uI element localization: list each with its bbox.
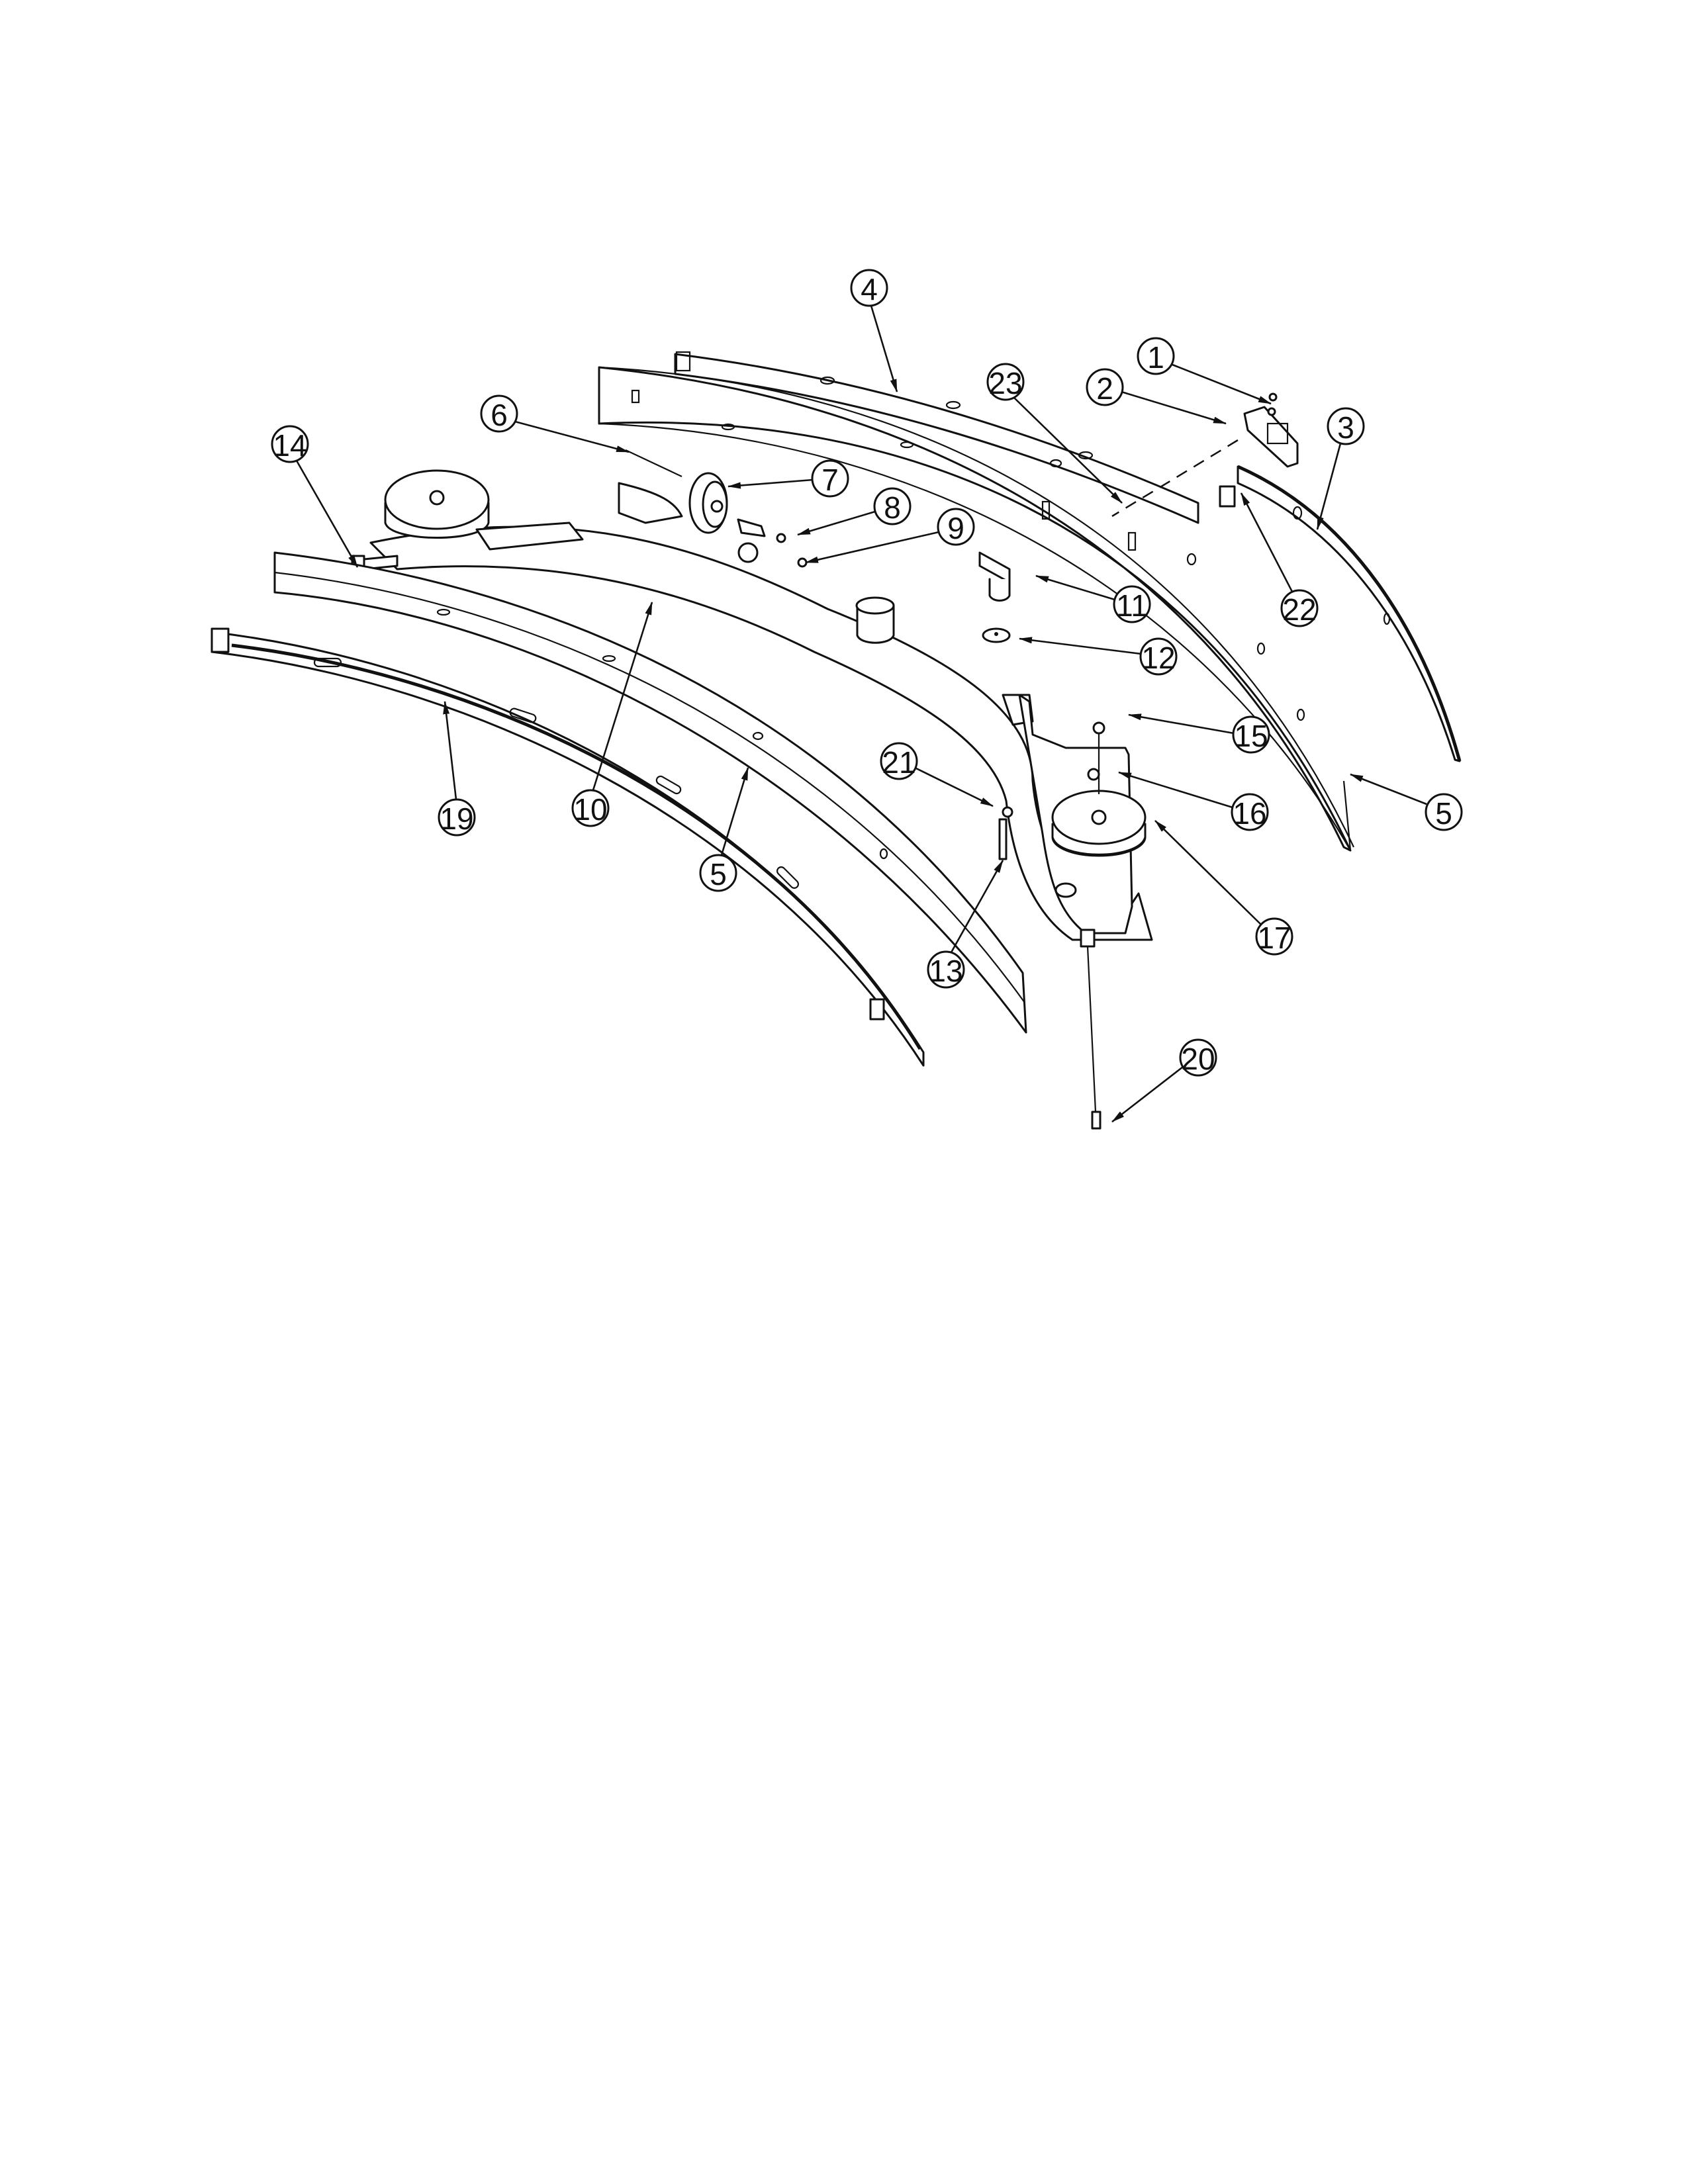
part-15-screw: [1092, 721, 1105, 735]
svg-text:6: 6: [491, 398, 508, 432]
svg-text:8: 8: [884, 490, 901, 525]
callout-5-left: 5: [699, 854, 737, 892]
callout-2: 2: [1086, 368, 1124, 406]
bumper-clip: [869, 998, 885, 1021]
part-5-right-plate: [598, 366, 1354, 852]
callout-12: 12: [1139, 637, 1178, 676]
callout-13: 13: [927, 950, 965, 989]
callout-22: 22: [1280, 589, 1319, 627]
callout-21: 21: [880, 742, 918, 780]
part-9-nut: [797, 557, 808, 568]
svg-text:5: 5: [710, 857, 727, 891]
part-11-t-knob: [978, 551, 1011, 602]
right-pulley-assembly: [998, 694, 1147, 1130]
svg-text:20: 20: [1181, 1042, 1215, 1076]
frame-tube: [855, 596, 895, 644]
callout-11: 11: [1113, 585, 1151, 623]
svg-text:21: 21: [882, 745, 915, 780]
svg-text:19: 19: [440, 801, 473, 836]
callout-19: 19: [438, 798, 476, 837]
svg-text:17: 17: [1257, 921, 1291, 955]
part-13-bolt: [998, 818, 1008, 860]
callout-8: 8: [873, 487, 912, 525]
svg-text:3: 3: [1337, 410, 1354, 445]
svg-text:2: 2: [1096, 371, 1113, 406]
svg-text:1: 1: [1147, 340, 1164, 375]
callout-4: 4: [850, 269, 888, 307]
svg-text:10: 10: [573, 792, 607, 827]
knob: [737, 518, 766, 537]
callout-23: 23: [986, 363, 1025, 401]
svg-text:13: 13: [929, 954, 962, 988]
svg-text:4: 4: [861, 272, 878, 306]
callout-6: 6: [480, 394, 518, 433]
part-12-washer: [982, 627, 1011, 643]
svg-text:14: 14: [273, 428, 306, 463]
callouts: 1 2 3 4 5 5 6 7 8 9 10 11 12 13 14 15 16…: [271, 269, 1463, 1123]
assembly-dashed-line: [1111, 439, 1239, 518]
callout-16: 16: [1231, 793, 1269, 831]
svg-text:7: 7: [821, 463, 839, 497]
part-16-washer: [1087, 768, 1100, 781]
part-1-screw: [1268, 392, 1278, 402]
svg-text:22: 22: [1282, 592, 1316, 627]
callout-1: 1: [1137, 337, 1175, 375]
callout-10: 10: [571, 789, 610, 827]
part-20-pin: [1091, 1111, 1102, 1130]
part-3-arc-strip: [1237, 465, 1462, 762]
svg-text:11: 11: [1116, 588, 1148, 623]
callout-3: 3: [1327, 407, 1365, 445]
callout-17: 17: [1255, 917, 1293, 956]
callout-15: 15: [1232, 715, 1270, 754]
part-22-pad: [1219, 485, 1236, 508]
left-pulley-assembly: [351, 469, 584, 570]
part-8-washer: [776, 533, 786, 543]
svg-text:23: 23: [988, 366, 1022, 400]
svg-text:12: 12: [1141, 641, 1175, 675]
callout-9: 9: [937, 508, 975, 546]
svg-text:15: 15: [1234, 719, 1268, 753]
part-4-upper-strip: [674, 351, 1199, 524]
svg-text:5: 5: [1435, 796, 1452, 831]
callout-20: 20: [1179, 1038, 1217, 1077]
part-2-latch: [1243, 392, 1299, 468]
part-5-left-plate: [273, 551, 1027, 1034]
callout-7: 7: [811, 459, 849, 498]
callout-5-right: 5: [1425, 793, 1463, 831]
svg-text:16: 16: [1233, 796, 1266, 831]
part-21-nut: [1002, 806, 1013, 818]
svg-text:9: 9: [947, 511, 964, 545]
idler-wheel-assembly: [625, 449, 808, 568]
part-19-bumper: [211, 627, 925, 1067]
callout-14: 14: [271, 425, 309, 463]
